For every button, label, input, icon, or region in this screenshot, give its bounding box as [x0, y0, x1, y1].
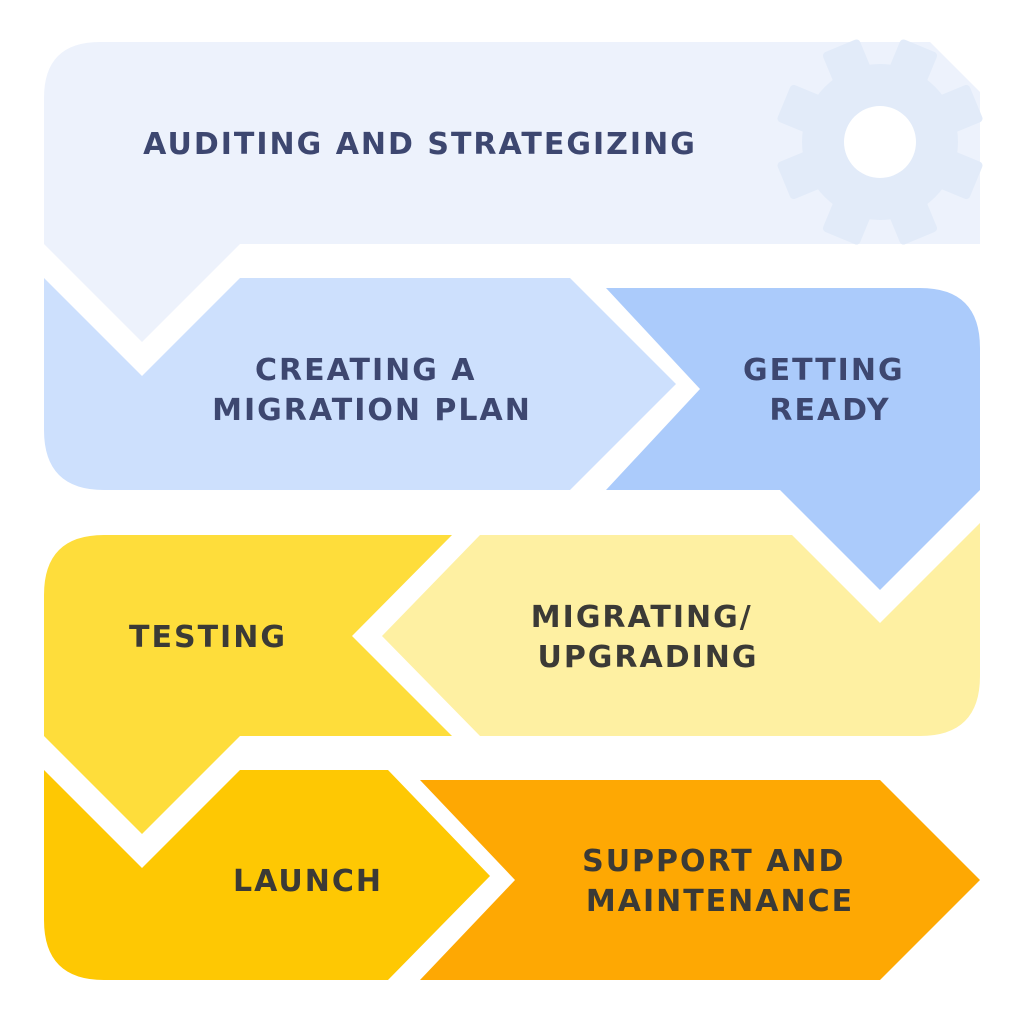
- step-label-auditing: AUDITING AND STRATEGIZING: [143, 127, 697, 162]
- step-label-line: UPGRADING: [537, 640, 758, 675]
- step-label-line: MIGRATION PLAN: [212, 393, 532, 428]
- step-label-launch: LAUNCH: [233, 864, 383, 899]
- step-shape-auditing: [44, 42, 980, 342]
- step-label-migration-plan: CREATING A MIGRATION PLAN: [212, 353, 532, 428]
- gear-hole: [844, 106, 916, 178]
- step-label-testing: TESTING: [129, 620, 287, 655]
- step-label-support: SUPPORT AND MAINTENANCE: [582, 844, 858, 919]
- step-shape-migration-plan: [44, 278, 676, 490]
- step-shape-testing: [44, 535, 452, 834]
- step-label-line: SUPPORT AND: [582, 844, 845, 879]
- step-label-line: CREATING A: [255, 353, 477, 388]
- step-label-line: READY: [769, 393, 890, 428]
- step-label-line: MAINTENANCE: [586, 884, 854, 919]
- step-label-line: GETTING: [743, 353, 905, 388]
- step-shape-support: [420, 780, 980, 980]
- step-label-line: TESTING: [129, 620, 287, 655]
- step-label-getting-ready: GETTING READY: [743, 353, 917, 428]
- gear-icon: [777, 39, 983, 245]
- step-label-line: LAUNCH: [233, 864, 383, 899]
- step-label-line: AUDITING AND STRATEGIZING: [143, 127, 697, 162]
- step-shape-getting-ready: [606, 288, 980, 590]
- step-shape-migrating: [382, 523, 980, 736]
- step-label-migrating: MIGRATING/ UPGRADING: [531, 600, 765, 675]
- step-shape-launch: [44, 770, 490, 980]
- step-label-line: MIGRATING/: [531, 600, 753, 635]
